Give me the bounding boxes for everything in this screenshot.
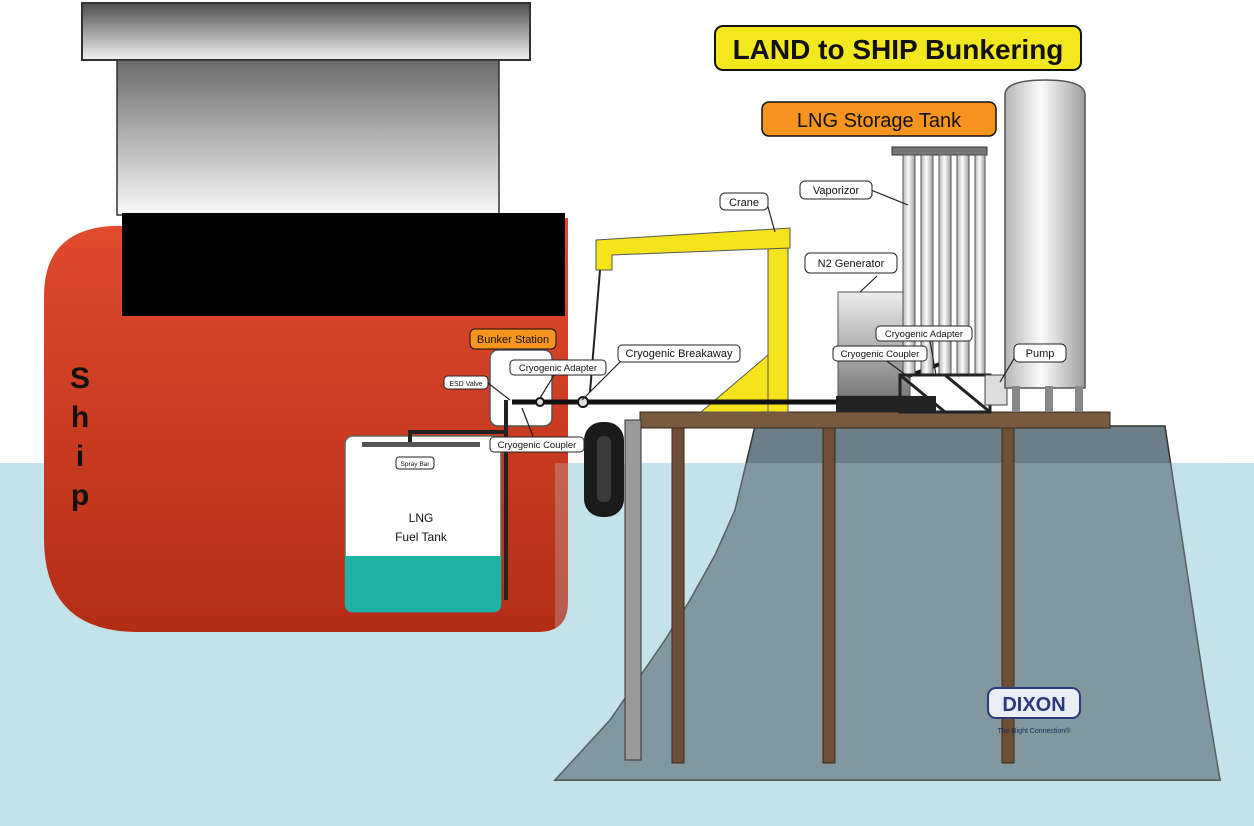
bunker-station-label: Bunker Station [477,334,549,346]
spray-bar [362,442,480,447]
subtitle: LNG Storage Tank [797,110,962,132]
n2-generator-label: N2 Generator [818,258,885,270]
esd-valve-label: ESD Valve [449,381,482,388]
pier-pile-3 [1001,427,1015,764]
fuel-tank-label-line1: LNG [409,511,434,525]
quay-wall-post [624,419,642,761]
vaporizor-label: Vaporizor [813,185,860,197]
pump [984,374,1008,406]
spray-bar-label: Spray Bar [401,461,431,468]
ship-piping [408,400,508,600]
n2-generator [837,291,911,397]
callout-crane: Crane [719,192,769,211]
cryo-adapter-ship-label: Cryogenic Adapter [519,363,597,374]
logo-name: DIXON [1002,694,1065,716]
lng-fuel-tank: LNG Fuel Tank [344,435,502,613]
lng-storage-tank [1004,79,1086,412]
callout-breakaway: Cryogenic Breakaway [617,344,741,363]
logo-tagline: The Right Connection® [998,727,1072,735]
callout-n2-generator: N2 Generator [804,252,898,274]
cryo-coupler-shore-label: Cryogenic Coupler [841,349,920,360]
callout-cryo-coupler-ship: Cryogenic Coupler [489,436,585,453]
pier-pile-1 [671,427,685,764]
subtitle-banner: LNG Storage Tank [761,101,997,137]
pier-deck [639,411,1111,429]
callout-vaporizor: Vaporizor [799,180,873,200]
ship-bridge-roof [81,2,531,61]
callout-cryo-adapter-shore: Cryogenic Adapter [875,325,973,342]
fuel-tank-label-line2: Fuel Tank [395,530,448,544]
callout-cryo-coupler-shore: Cryogenic Coupler [832,345,928,362]
pump-label: Pump [1026,348,1055,360]
callout-cryo-adapter-ship: Cryogenic Adapter [509,359,607,376]
n2-generator-base [836,396,936,412]
crane [589,227,791,413]
title: LAND to SHIP Bunkering [733,34,1064,65]
dixon-logo: DIXON The Right Connection® [987,687,1081,735]
pier-pile-2 [822,427,836,764]
breakaway-label: Cryogenic Breakaway [626,348,733,360]
crane-label: Crane [729,197,759,209]
ship-deck-block [122,213,565,316]
title-banner: LAND to SHIP Bunkering [714,25,1082,71]
callout-spray-bar: Spray Bar [395,456,435,470]
callout-bunker-station: Bunker Station [469,328,557,350]
cryo-adapter-shore-label: Cryogenic Adapter [885,329,963,340]
cryo-coupler-ship-label: Cryogenic Coupler [498,440,577,451]
callout-pump: Pump [1013,343,1067,363]
callout-esd-valve: ESD Valve [443,375,489,390]
ship-bridge [116,59,500,216]
